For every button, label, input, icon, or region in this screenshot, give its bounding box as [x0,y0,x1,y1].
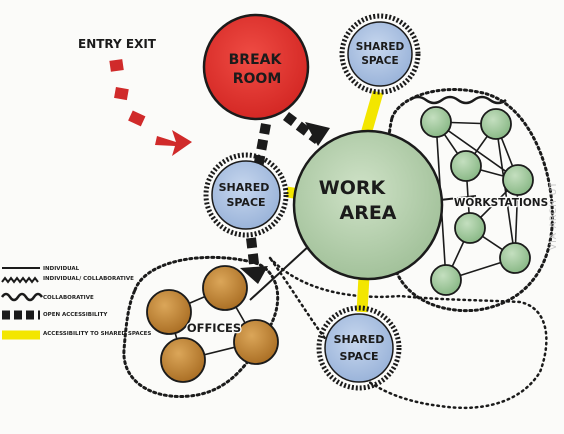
legend-label-individual: INDIVIDUAL [43,266,80,272]
workstation-nodes [420,106,534,296]
open-accessibility-arrow-2 [240,266,268,284]
work-area-label-line1: WORK [319,177,387,199]
legend-label-open: OPEN ACCESSIBILITY [43,312,108,318]
office-node [233,319,279,365]
entry-arrow [109,59,192,156]
legend-line-indiv-collab [1,276,39,284]
legend-label-indiv-collab-text: INDIVIDUAL/ COLLABORATIVE [43,276,134,282]
workstations-label: WORKSTATIONS [454,197,548,209]
shared-space-left-bubble: SHARED SPACE [203,152,289,238]
legend-label-shared: ACCESSIBILITY TO SHARED SPACES [43,331,151,337]
individual-links [249,195,477,301]
shared-space-top-label-line2: SPACE [361,55,398,67]
office-nodes [146,265,279,383]
legend: INDIVIDUAL INDIVIDUAL/ COLLABORATIVE COL… [0,266,151,340]
workstation-node [430,264,462,296]
shared-space-top-bubble: SHARED SPACE [339,13,421,95]
work-area-label-line2: AREA [339,202,396,224]
workstation-node [420,106,452,138]
office-zone-boundary [122,255,280,399]
legend-line-collab [0,292,44,302]
workstation-node [454,212,486,244]
shared-space-bottom-label-line2: SPACE [339,350,378,363]
legend-label-indiv-collab: INDIVIDUAL/ COLLABORATIVE [43,276,134,282]
work-area-bubble [292,129,444,281]
office-node [202,265,248,311]
open-accessibility-arrow-1 [305,122,330,146]
office-node [146,289,192,335]
entry-exit-label: ENTRY EXIT [78,37,157,51]
break-room-label-line2: ROOM [233,71,282,87]
individual-zone-boundary [268,257,548,410]
legend-label-collab: COLLABORATIVE [43,295,94,301]
collaborative-wavy-boundary [409,95,507,105]
workstation-node [502,164,534,196]
workstation-node [480,108,512,140]
workstation-node [499,242,531,274]
shared-space-top-label-line1: SHARED [356,41,405,53]
shared-space-bottom-label-line1: SHARED [334,333,385,346]
shared-space-bottom-bubble: SHARED SPACE [316,305,402,391]
break-room-label-line1: BREAK [229,52,283,68]
watermark: VIA ARCH UT [549,181,559,250]
office-node [160,337,206,383]
workstation-zone-boundary [385,88,554,313]
break-room-bubble [202,13,310,121]
offices-label: OFFICES [187,321,241,335]
shared-space-left-label-line1: SHARED [219,181,270,194]
workstation-node [450,150,482,182]
shared-space-left-label-line2: SPACE [226,196,265,209]
